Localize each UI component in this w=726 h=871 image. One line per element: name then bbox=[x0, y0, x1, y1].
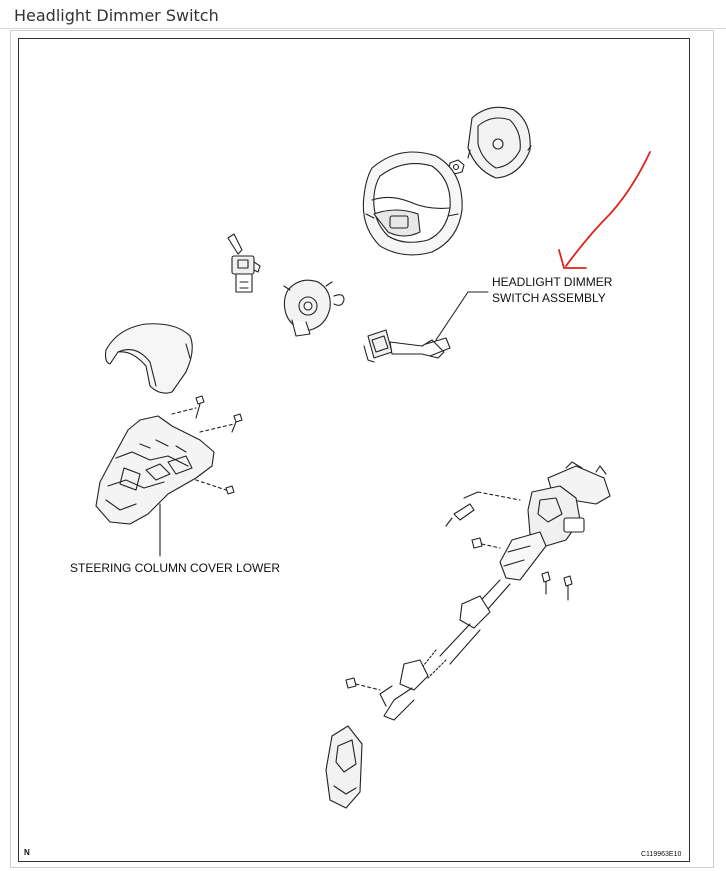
horn-pad-part bbox=[467, 106, 532, 179]
page-title: Headlight Dimmer Switch bbox=[14, 6, 219, 25]
column-cover-lower-part bbox=[95, 415, 215, 525]
dimmer-leader-line bbox=[435, 291, 489, 341]
cover-lower-callout: STEERING COLUMN COVER LOWER bbox=[70, 561, 280, 575]
wiper-switch-part bbox=[227, 233, 261, 293]
cover-screws bbox=[171, 395, 243, 495]
north-mark: N bbox=[24, 848, 30, 857]
diagram-frame bbox=[18, 38, 690, 862]
title-divider bbox=[0, 28, 726, 29]
red-annotation-arrow bbox=[558, 151, 651, 269]
steering-wheel-part bbox=[362, 151, 463, 256]
column-hole-cover-part bbox=[325, 725, 363, 809]
dimmer-callout-line2: SWITCH ASSEMBLY bbox=[492, 291, 606, 305]
headlight-dimmer-switch-part bbox=[363, 329, 451, 363]
spiral-cable-part bbox=[283, 279, 345, 337]
dimmer-callout-line1: HEADLIGHT DIMMER bbox=[492, 275, 613, 289]
column-fasteners bbox=[345, 491, 573, 691]
steering-column-part bbox=[379, 461, 611, 721]
column-cover-upper-part bbox=[104, 323, 193, 394]
content-frame bbox=[10, 30, 714, 868]
figure-code: C119963E10 bbox=[641, 851, 681, 858]
